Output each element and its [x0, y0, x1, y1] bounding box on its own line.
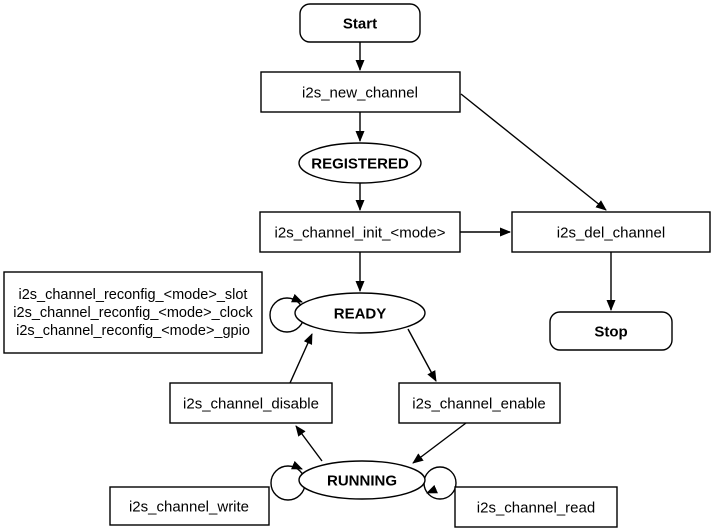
node-ready: READY	[294, 292, 426, 334]
new-channel-box	[260, 71, 461, 113]
write-box	[109, 486, 270, 526]
running-right-loop-arrowhead	[426, 484, 438, 494]
enable-label: i2s_channel_enable	[412, 396, 545, 413]
del-channel-box	[511, 211, 711, 253]
node-enable: i2s_channel_enable	[398, 382, 561, 424]
reconfig-line-slot: i2s_channel_reconfig_<mode>_slot	[19, 287, 248, 303]
node-disable: i2s_channel_disable	[169, 382, 333, 424]
node-running: RUNNING	[298, 460, 426, 500]
disable-label: i2s_channel_disable	[183, 396, 319, 413]
read-box	[454, 486, 618, 528]
reconfig-line-clock: i2s_channel_reconfig_<mode>_clock	[13, 305, 253, 321]
disable-box	[169, 382, 333, 424]
node-registered: REGISTERED	[298, 142, 422, 184]
read-label: i2s_channel_read	[477, 500, 595, 517]
self-loop-arrowheads	[291, 293, 438, 494]
ready-loop-arrowhead	[291, 293, 303, 303]
node-stop: Stop	[549, 311, 673, 351]
reconfig-line-gpio: i2s_channel_reconfig_<mode>_gpio	[16, 323, 250, 339]
new-channel-label: i2s_new_channel	[302, 85, 418, 102]
init-box	[259, 211, 461, 253]
stop-label: Stop	[594, 324, 627, 341]
registered-label: REGISTERED	[311, 156, 409, 173]
edge-disable-to-ready	[289, 333, 313, 384]
running-left-loop-arrowhead	[291, 460, 303, 470]
start-label: Start	[343, 16, 377, 33]
node-read: i2s_channel_read	[454, 486, 618, 528]
running-self-loop-right	[423, 466, 457, 500]
edge-new-channel-to-del-channel	[460, 93, 607, 211]
node-write: i2s_channel_write	[109, 486, 270, 526]
node-new-channel: i2s_new_channel	[260, 71, 461, 113]
node-reconfig: i2s_channel_reconfig_<mode>_slot i2s_cha…	[3, 271, 263, 354]
running-label: RUNNING	[327, 473, 397, 490]
edges	[289, 42, 616, 464]
reconfig-box	[3, 271, 263, 354]
node-init: i2s_channel_init_<mode>	[259, 211, 461, 253]
registered-state-ellipse	[298, 142, 422, 184]
write-label: i2s_channel_write	[129, 499, 249, 516]
init-label: i2s_channel_init_<mode>	[275, 225, 446, 242]
del-channel-label: i2s_del_channel	[557, 225, 665, 242]
start-terminator-shape	[299, 3, 421, 43]
enable-box	[398, 382, 561, 424]
node-start: Start	[299, 3, 421, 43]
edge-ready-to-enable	[407, 328, 437, 382]
ready-label: READY	[334, 306, 387, 323]
edge-enable-to-running	[412, 422, 467, 464]
running-state-ellipse	[298, 460, 426, 500]
edge-running-to-disable	[295, 425, 323, 462]
ready-state-ellipse	[294, 292, 426, 334]
node-del-channel: i2s_del_channel	[511, 211, 711, 253]
stop-terminator-shape	[549, 311, 673, 351]
